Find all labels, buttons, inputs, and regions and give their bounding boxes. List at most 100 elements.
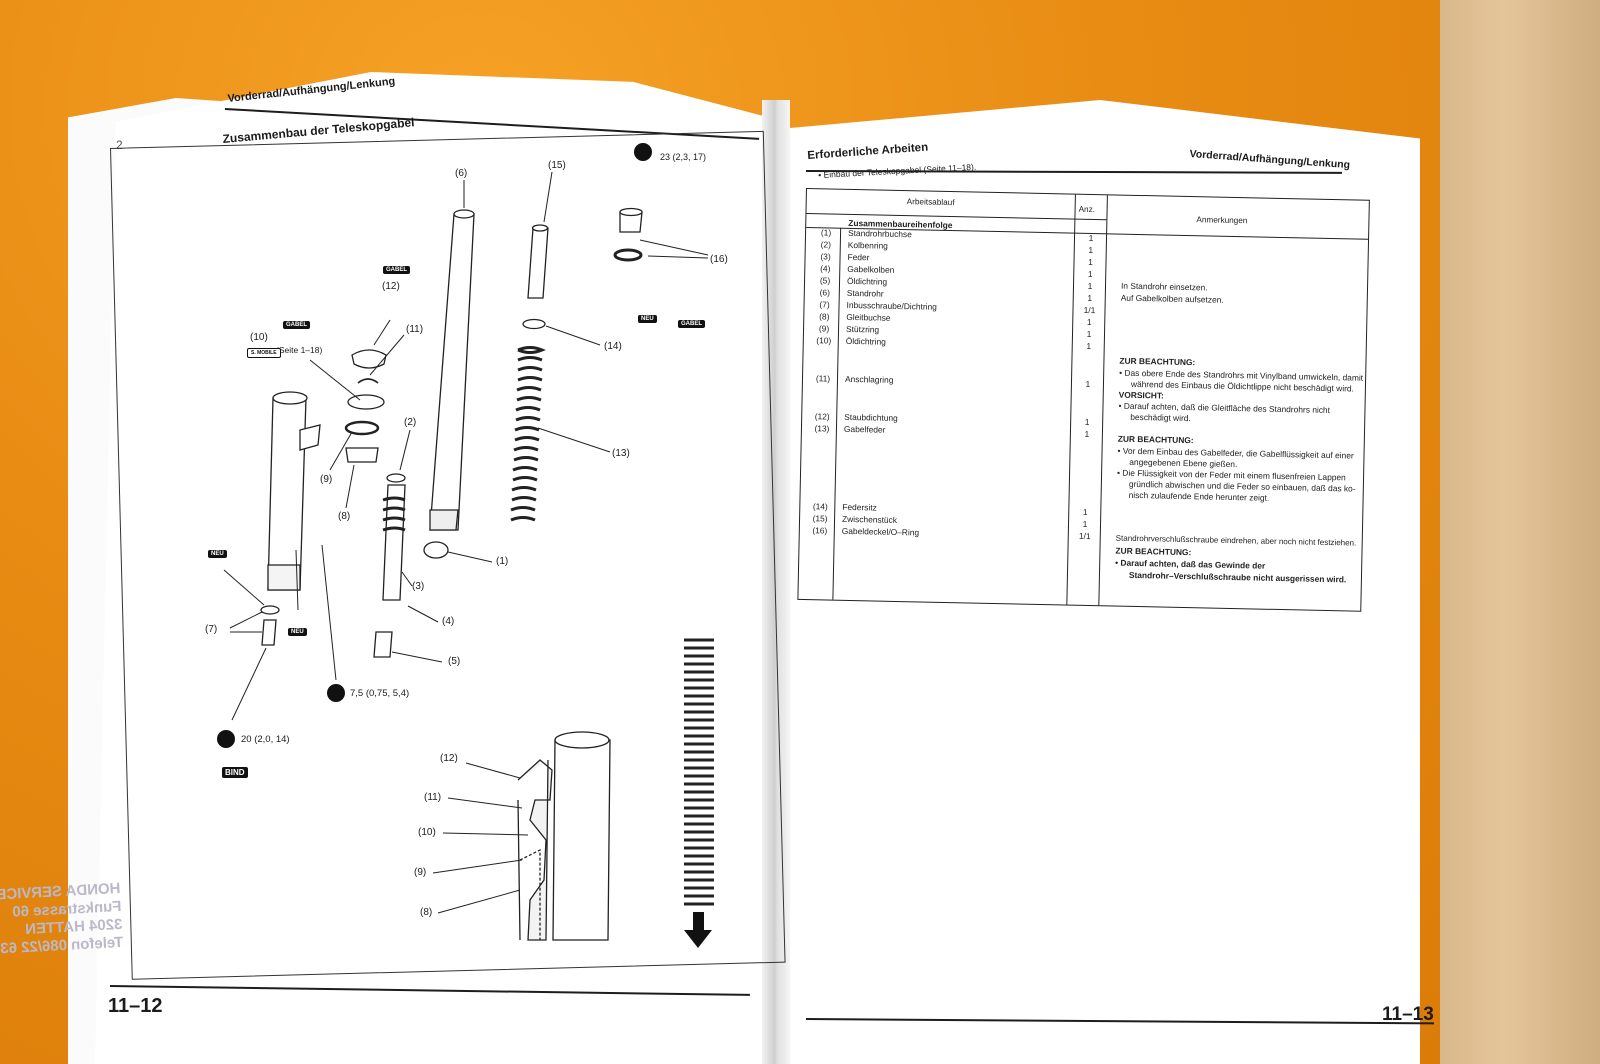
right-page bbox=[780, 100, 1420, 1064]
wooden-surface bbox=[1440, 0, 1600, 1064]
left-page-number: 11–12 bbox=[108, 995, 163, 1017]
note-vorsicht-title: VORSICHT: bbox=[1118, 389, 1164, 401]
wrench-icon bbox=[634, 143, 652, 161]
row-part-name: Öldichtring bbox=[845, 335, 886, 347]
detail-label-9: (9) bbox=[414, 867, 427, 878]
fork-piston-drawing bbox=[382, 473, 406, 601]
row-part-name: Federsitz bbox=[842, 501, 877, 513]
row-quantity: 1 bbox=[1084, 428, 1090, 439]
slider-bushing-drawing bbox=[423, 541, 449, 559]
row-part-name: Standrohr bbox=[846, 287, 884, 299]
stop-ring-drawing bbox=[357, 378, 379, 384]
assembly-table: Arbeitsablauf Anz. Anmerkungen Zusammenb… bbox=[797, 188, 1370, 612]
bind-tag: BIND bbox=[222, 767, 248, 778]
row-number: (10) bbox=[816, 335, 832, 346]
support-ring-drawing bbox=[344, 420, 380, 436]
note-zb3-l2: Standrohr–Verschlußschraube nicht ausger… bbox=[1128, 569, 1347, 585]
row-quantity: 1 bbox=[1088, 256, 1093, 268]
row-part-name: Inbusschraube/Dichtring bbox=[846, 299, 937, 312]
row-number: (5) bbox=[819, 275, 831, 286]
row-number: (15) bbox=[812, 513, 828, 524]
row-quantity: 1 bbox=[1087, 292, 1093, 304]
row-quantity: 1 bbox=[1087, 280, 1093, 292]
row-part-name: Kolbenring bbox=[847, 239, 888, 251]
gabel-tag: GABEL bbox=[283, 321, 310, 329]
row-number: (1) bbox=[820, 227, 832, 238]
row-quantity: 1 bbox=[1082, 506, 1088, 517]
row-number: (6) bbox=[819, 287, 831, 298]
right-page-number: 11–13 bbox=[1382, 1004, 1434, 1025]
row-part-name: Gabelkolben bbox=[847, 263, 895, 275]
row-number: (4) bbox=[820, 263, 831, 274]
row-number: (3) bbox=[820, 251, 831, 262]
row-quantity: 1 bbox=[1084, 416, 1090, 427]
spacer-tube-drawing bbox=[527, 224, 549, 299]
row-quantity: 1 bbox=[1086, 328, 1092, 340]
label-2: (2) bbox=[404, 417, 417, 428]
wrench-icon bbox=[327, 684, 345, 702]
fork-cap-drawing bbox=[613, 207, 643, 262]
label-6: (6) bbox=[455, 168, 468, 179]
torque-bottom: 20 (2,0, 14) bbox=[241, 734, 290, 745]
oil-seal-drawing bbox=[347, 394, 385, 410]
label-7: (7) bbox=[205, 624, 218, 635]
label-9: (9) bbox=[320, 474, 333, 485]
row-quantity: 1 bbox=[1086, 340, 1092, 352]
dealer-stamp: HONDA SERVICE Funkstrasse 60 3204 HATTEN… bbox=[0, 880, 124, 959]
neu-tag: NEU bbox=[208, 550, 227, 558]
seite-ref: (Seite 1–18) bbox=[276, 345, 323, 355]
row-quantity: 1/1 bbox=[1083, 304, 1096, 316]
label-5: (5) bbox=[448, 656, 461, 667]
leader-lines bbox=[223, 171, 709, 721]
row-part-name: Gabelfeder bbox=[843, 423, 886, 435]
row-number: (2) bbox=[820, 239, 832, 250]
row-quantity: 1 bbox=[1088, 244, 1094, 256]
col-header-arbeitsablauf: Arbeitsablauf bbox=[906, 197, 955, 208]
label-12: (12) bbox=[382, 281, 400, 292]
detail-label-8: (8) bbox=[420, 907, 433, 918]
note-vorsicht-l2: beschädigt wird. bbox=[1130, 411, 1191, 424]
col-header-anmerkungen: Anmerkungen bbox=[1196, 215, 1248, 226]
note-zb2-l5: nisch zulaufende Ende herunter zeigt. bbox=[1128, 489, 1270, 503]
guide-bushing-drawing bbox=[345, 447, 379, 463]
row-part-name: Feder bbox=[847, 251, 870, 263]
piston-bushing-drawing bbox=[373, 631, 393, 658]
row-quantity: 1 bbox=[1082, 518, 1088, 529]
gutter-mark: 2 bbox=[116, 138, 123, 152]
row-number: (8) bbox=[819, 311, 830, 322]
neu-tag: NEU bbox=[638, 315, 657, 323]
label-14: (14) bbox=[604, 341, 622, 352]
row-quantity: 1 bbox=[1087, 268, 1093, 280]
neu-tag: NEU bbox=[288, 628, 307, 636]
label-10: (10) bbox=[250, 332, 268, 343]
row-part-name: Staubdichtung bbox=[844, 411, 898, 423]
row-part-name: Standrohrbuchse bbox=[847, 227, 912, 240]
row-quantity: 1 bbox=[1086, 316, 1092, 328]
gabel-tag: GABEL bbox=[383, 266, 410, 274]
wrench-icon bbox=[217, 730, 235, 748]
torque-mid: 7,5 (0,75, 5,4) bbox=[350, 688, 410, 699]
torque-wrench-icons bbox=[217, 143, 652, 748]
label-8: (8) bbox=[338, 511, 351, 522]
spring-seat-drawing bbox=[522, 318, 546, 330]
seal-detail-drawing bbox=[517, 731, 611, 941]
detail-label-10: (10) bbox=[418, 827, 436, 838]
note-zb2-title: ZUR BEACHTUNG: bbox=[1117, 433, 1194, 446]
book-gutter bbox=[762, 100, 790, 1064]
fork-spring-drawing bbox=[510, 346, 546, 522]
row-quantity: 1 bbox=[1085, 378, 1091, 389]
label-16: (16) bbox=[710, 254, 728, 265]
note-zb3-l1: • Darauf achten, daß das Gewinde der bbox=[1115, 557, 1266, 571]
note-5: In Standrohr einsetzen. bbox=[1120, 280, 1208, 293]
col-header-anz: Anz. bbox=[1078, 204, 1096, 215]
standrohr-tube-drawing bbox=[429, 209, 475, 531]
label-4: (4) bbox=[442, 616, 455, 627]
detail-label-12: (12) bbox=[440, 753, 458, 764]
row-number: (7) bbox=[819, 299, 830, 310]
left-page bbox=[95, 72, 785, 1064]
row-number: (13) bbox=[814, 423, 830, 434]
label-1: (1) bbox=[496, 556, 509, 567]
label-13: (13) bbox=[612, 448, 630, 459]
